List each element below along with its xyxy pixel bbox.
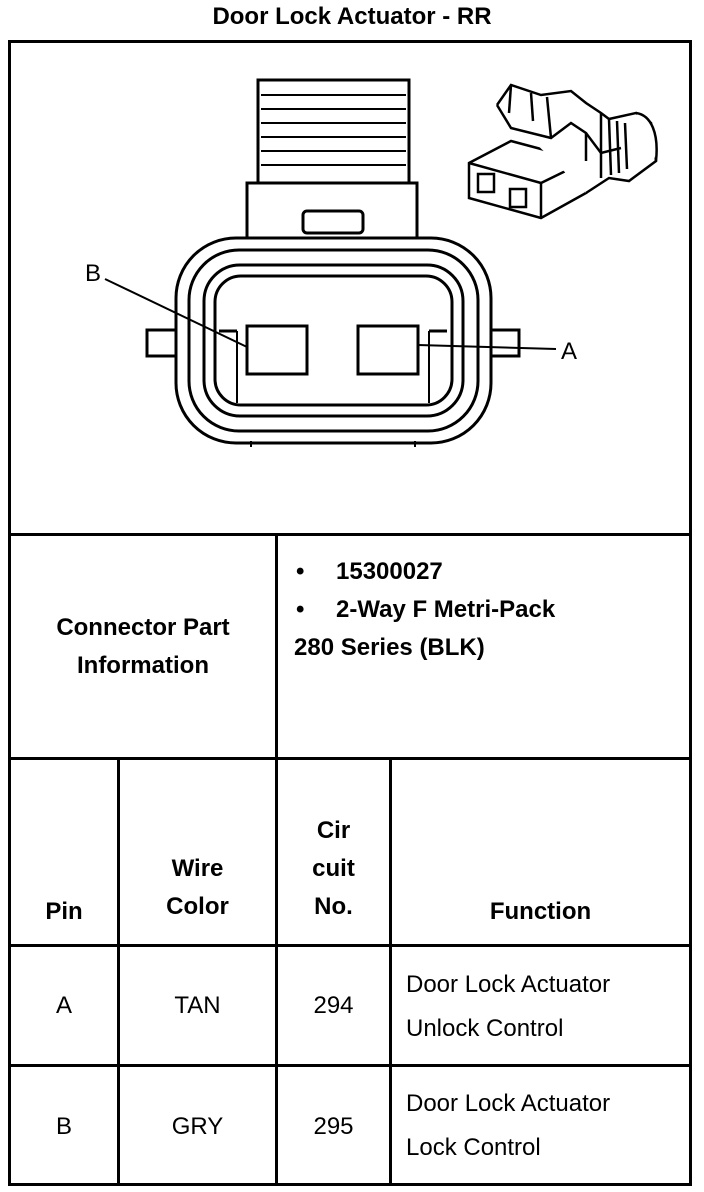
function-line2: Unlock Control [406,1015,564,1042]
divider-info-vertical [275,533,278,760]
connector-info-values: • 15300027 • 2-Way F Metri-Pack 280 Seri… [294,553,684,667]
divider-drawing [8,533,692,536]
page-title: Door Lock Actuator - RR [212,3,492,30]
connector-face-drawing [145,78,521,447]
pin-value: B [55,1112,72,1140]
divider-header [8,944,692,947]
table-row-b-circuit: 295 [278,1067,389,1186]
terminal-label-a: A [561,338,577,365]
divider-col-2 [275,760,278,1186]
connector-info-label: Connector Part Information [11,536,275,757]
header-pin: Pin [11,760,117,944]
wire-color-value: TAN [174,991,221,1019]
table-row-a-circuit: 294 [278,947,389,1064]
table-row-a-color: TAN [120,947,275,1064]
connector-info-label-line1: Connector Part [56,613,230,641]
bullet-part-number: • 15300027 [294,553,684,591]
pin-value: A [55,991,72,1019]
connector-diagram: B A [85,78,658,447]
bullet-symbol: • [296,558,305,585]
divider-col-1 [117,760,120,1186]
connector-isometric-drawing [467,83,658,220]
connector-description-line2: 280 Series (BLK) [294,634,485,661]
connector-table-frame [8,40,692,1186]
circuit-value: 294 [313,991,354,1019]
connector-info-label-line2: Information [76,651,209,679]
header-wire-color-line2: Color [166,893,229,920]
leader-line-a [417,344,557,350]
header-function: Function [392,760,689,944]
divider-info [8,757,692,760]
leader-line-b [104,278,248,348]
table-row-a-function: Door Lock Actuator Unlock Control [406,963,610,1051]
table-row-b-color: GRY [120,1067,275,1186]
wire-color-value: GRY [171,1112,224,1140]
bullet-description: • 2-Way F Metri-Pack [294,591,684,629]
header-pin-label: Pin [45,898,83,925]
header-circuit: Cir cuit No. [278,760,389,944]
header-wire-color-line1: Wire [171,855,224,882]
function-line2: Lock Control [406,1134,541,1161]
header-wire-color: Wire Color [120,760,275,944]
function-line1: Door Lock Actuator [406,971,611,998]
table-row-a-pin: A [11,947,117,1064]
header-circuit-line3: No. [314,893,353,920]
circuit-value: 295 [313,1112,354,1140]
table-row-b-function: Door Lock Actuator Lock Control [406,1082,610,1170]
divider-col-3 [389,760,392,1186]
part-number: 15300027 [336,558,443,585]
header-function-label: Function [489,898,592,925]
header-circuit-line1: Cir [316,817,351,844]
terminal-label-b: B [85,260,101,287]
header-circuit-line2: cuit [312,855,355,882]
function-line1: Door Lock Actuator [406,1090,611,1117]
table-row-b-pin: B [11,1067,117,1186]
divider-row [8,1064,692,1067]
bullet-symbol: • [296,596,305,623]
connector-description-line1: 2-Way F Metri-Pack [336,596,556,623]
